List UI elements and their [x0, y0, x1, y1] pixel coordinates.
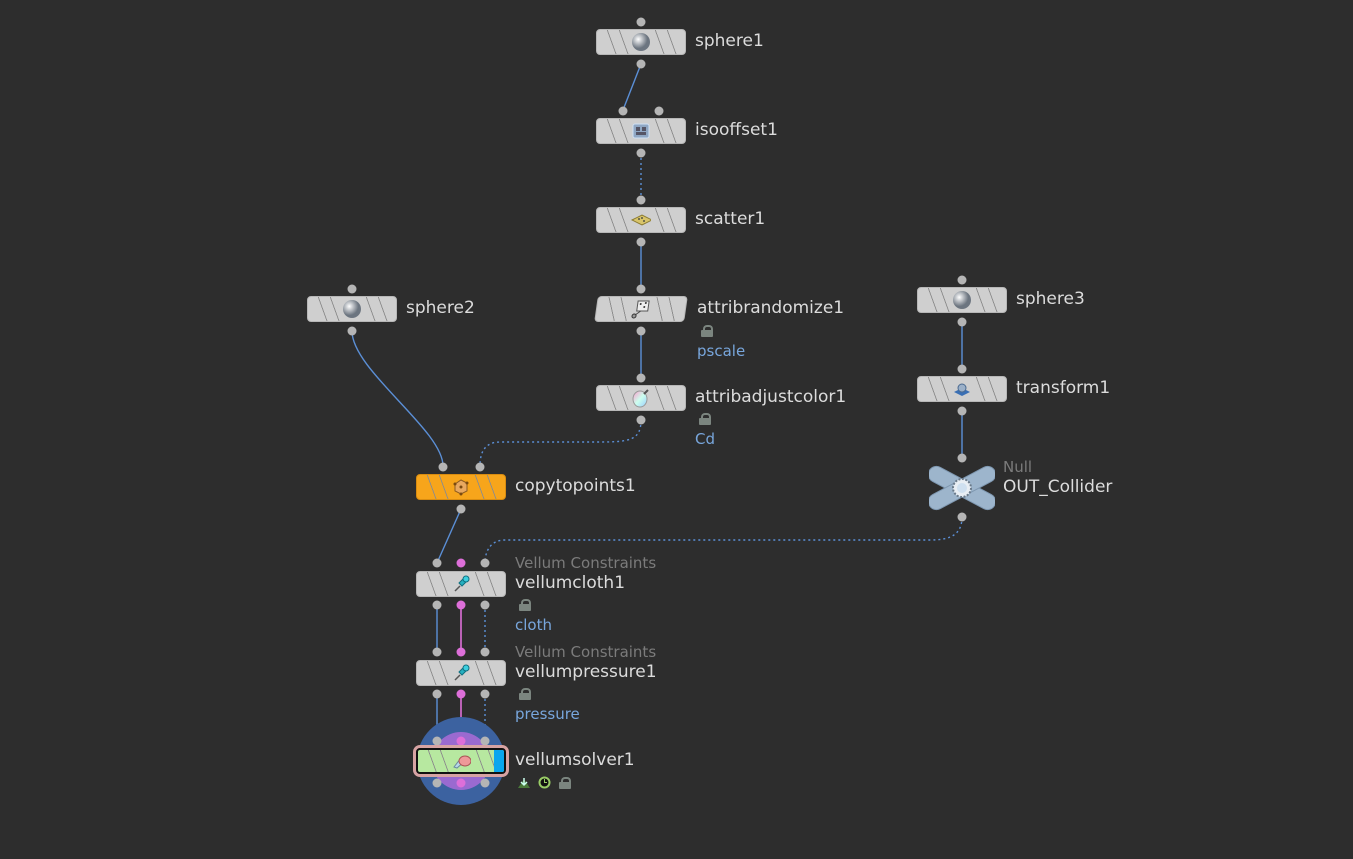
node-type-label: Vellum Constraints: [515, 554, 657, 572]
node-label: isooffset1: [695, 120, 778, 140]
node-vellumcloth1[interactable]: [416, 571, 506, 597]
node-sphere1[interactable]: [596, 29, 686, 55]
node-comment: pscale: [697, 342, 746, 360]
node-comment: Cd: [695, 430, 715, 448]
node-label: attribrandomize1: [697, 298, 845, 318]
input-port[interactable]: [636, 195, 646, 205]
output-port[interactable]: [636, 237, 646, 247]
lock-icon[interactable]: [519, 599, 531, 611]
constraint-output-port[interactable]: [456, 600, 466, 610]
node-label: attribadjustcolor1: [695, 387, 847, 407]
sphere-icon: [342, 299, 362, 319]
input-port[interactable]: [957, 275, 967, 285]
output-port[interactable]: [636, 148, 646, 158]
output-port[interactable]: [957, 317, 967, 327]
constraint-output-port[interactable]: [456, 778, 466, 788]
vellum-solver-icon: [451, 751, 471, 771]
output-port[interactable]: [347, 326, 357, 336]
output-port[interactable]: [432, 689, 442, 699]
input-port[interactable]: [957, 453, 967, 463]
null-icon: [927, 465, 997, 511]
node-label: vellumcloth1: [515, 573, 626, 593]
output-port[interactable]: [480, 689, 490, 699]
output-port[interactable]: [957, 406, 967, 416]
lock-icon[interactable]: [699, 413, 711, 425]
input-port[interactable]: [438, 462, 448, 472]
transform-icon: [952, 379, 972, 399]
copy-to-points-icon: [451, 477, 471, 497]
lock-icon[interactable]: [701, 325, 713, 337]
node-label: transform1: [1016, 378, 1111, 398]
node-label: OUT_Collider: [1003, 477, 1113, 497]
node-comment: cloth: [515, 616, 552, 634]
attribrandomize-icon: [630, 299, 653, 319]
node-attribadjustcolor1[interactable]: [596, 385, 686, 411]
pushpin-icon: [451, 663, 471, 683]
node-vellumpressure1[interactable]: [416, 660, 506, 686]
node-attribrandomize1[interactable]: [594, 296, 688, 322]
lock-icon[interactable]: [559, 777, 571, 789]
color-wheel-icon: [631, 388, 651, 408]
node-comment: pressure: [515, 705, 580, 723]
scatter-icon: [631, 210, 651, 230]
output-port[interactable]: [456, 504, 466, 514]
sphere-icon: [952, 290, 972, 310]
input-port[interactable]: [636, 373, 646, 383]
node-transform1[interactable]: [917, 376, 1007, 402]
input-port[interactable]: [347, 284, 357, 294]
node-vellumsolver1[interactable]: [416, 748, 506, 774]
isooffset-icon: [631, 121, 651, 141]
input-port[interactable]: [480, 736, 490, 746]
output-port[interactable]: [432, 778, 442, 788]
output-port[interactable]: [636, 415, 646, 425]
pushpin-icon: [451, 574, 471, 594]
node-label: sphere1: [695, 31, 764, 51]
lock-icon[interactable]: [519, 688, 531, 700]
display-flag[interactable]: [494, 750, 504, 772]
node-label: scatter1: [695, 209, 766, 229]
node-type-label: Vellum Constraints: [515, 643, 657, 661]
input-port[interactable]: [432, 558, 442, 568]
output-port[interactable]: [636, 59, 646, 69]
input-port[interactable]: [636, 17, 646, 27]
input-port[interactable]: [475, 462, 485, 472]
constraint-input-port[interactable]: [456, 558, 466, 568]
node-label: copytopoints1: [515, 476, 636, 496]
load-from-disk-icon[interactable]: [517, 776, 531, 789]
input-port[interactable]: [432, 647, 442, 657]
constraint-input-port[interactable]: [456, 647, 466, 657]
input-port[interactable]: [654, 106, 664, 116]
wire-sphere1-isooffset1[interactable]: [622, 63, 642, 111]
sphere-icon: [631, 32, 651, 52]
input-port[interactable]: [957, 364, 967, 374]
input-port[interactable]: [618, 106, 628, 116]
node-label: vellumpressure1: [515, 662, 657, 682]
node-scatter1[interactable]: [596, 207, 686, 233]
constraint-input-port[interactable]: [456, 736, 466, 746]
input-port[interactable]: [480, 558, 490, 568]
node-label: sphere3: [1016, 289, 1085, 309]
time-dependent-icon[interactable]: [538, 776, 551, 789]
node-type-label: Null: [1003, 458, 1033, 476]
node-label: sphere2: [406, 298, 475, 318]
wire-attribadjustcolor1-copytopoints1[interactable]: [479, 419, 642, 467]
output-port[interactable]: [957, 512, 967, 522]
node-sphere3[interactable]: [917, 287, 1007, 313]
node-OUT_Collider[interactable]: [927, 465, 997, 511]
output-port[interactable]: [432, 600, 442, 610]
input-port[interactable]: [480, 647, 490, 657]
node-copytopoints1[interactable]: [416, 474, 506, 500]
wire-copytopoints1-vellumcloth1[interactable]: [436, 508, 462, 564]
node-isooffset1[interactable]: [596, 118, 686, 144]
input-port[interactable]: [432, 736, 442, 746]
node-sphere2[interactable]: [307, 296, 397, 322]
wire-sphere2-copytopoints1[interactable]: [351, 330, 444, 467]
constraint-output-port[interactable]: [456, 689, 466, 699]
output-port[interactable]: [636, 326, 646, 336]
node-label: vellumsolver1: [515, 750, 635, 770]
output-port[interactable]: [480, 778, 490, 788]
input-port[interactable]: [636, 284, 646, 294]
output-port[interactable]: [480, 600, 490, 610]
